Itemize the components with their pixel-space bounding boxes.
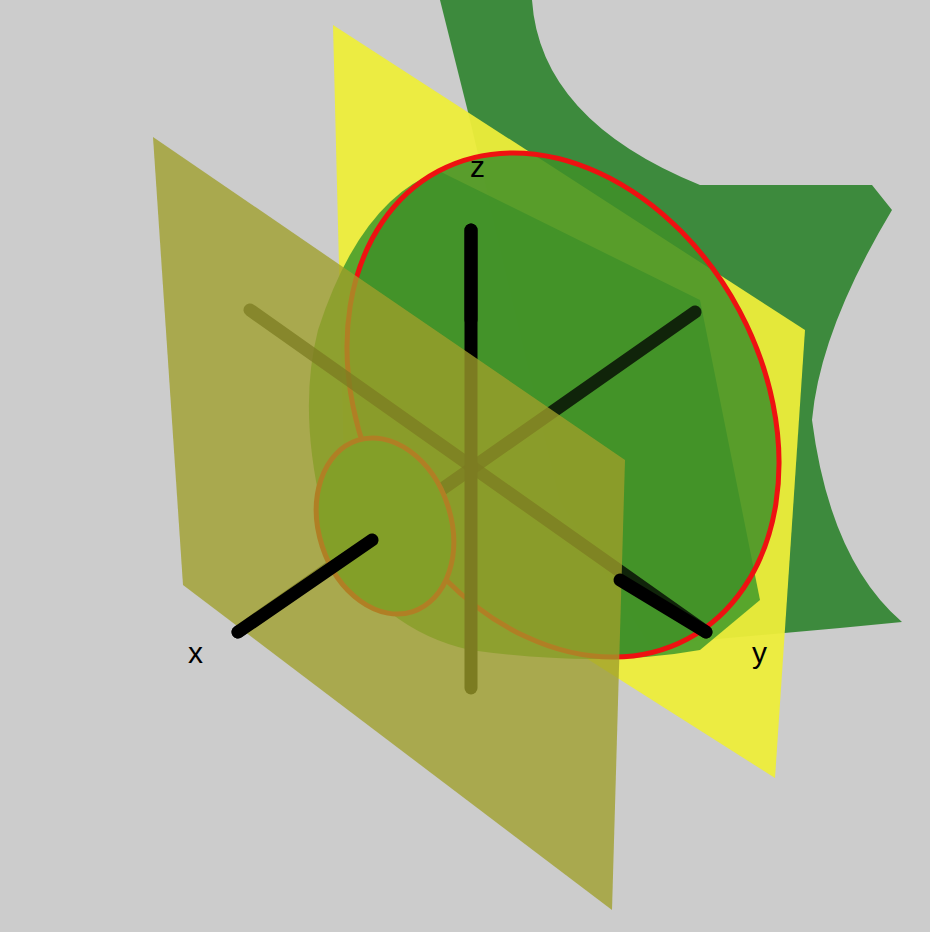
front-plane: [153, 137, 625, 910]
x-axis-front: [238, 540, 372, 632]
x-label: x: [188, 638, 203, 668]
y-label: y: [752, 638, 767, 668]
z-axis-top: [465, 230, 478, 320]
y-axis-front: [620, 580, 706, 632]
z-label: z: [470, 152, 485, 182]
